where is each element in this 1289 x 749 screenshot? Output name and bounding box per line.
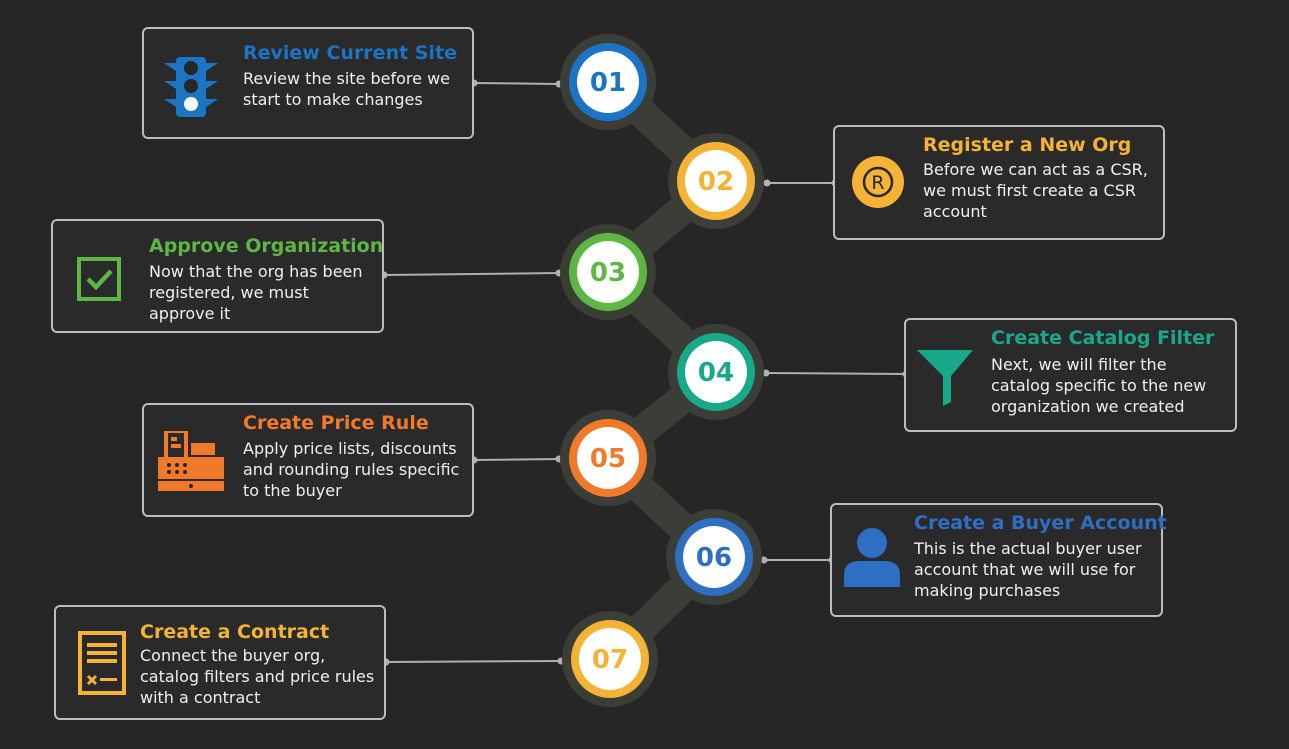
step-title: Review Current Site <box>243 42 457 64</box>
step-title: Register a New Org <box>923 134 1132 156</box>
step-description: Apply price lists, discounts and roundin… <box>243 439 460 500</box>
step-number: 05 <box>590 444 626 474</box>
step-description: This is the actual buyer user account th… <box>914 539 1142 600</box>
step-number: 04 <box>698 358 734 388</box>
step-number: 01 <box>590 68 626 98</box>
step-card-07: Create a Contract Connect the buyer org,… <box>54 605 386 720</box>
leader-line <box>765 372 907 375</box>
step-title: Create a Buyer Account <box>914 512 1167 534</box>
traffic-light-icon <box>164 57 218 117</box>
node-center <box>577 427 639 489</box>
step-description: Next, we will filter the catalog specifi… <box>991 355 1207 416</box>
svg-text:R: R <box>871 172 884 194</box>
step-title: Approve Organization <box>149 235 384 257</box>
step-node-03: 03 <box>560 224 656 320</box>
leader-line <box>383 272 560 276</box>
node-center <box>577 51 639 113</box>
step-node-01: 01 <box>560 34 656 130</box>
node-center <box>685 150 747 212</box>
step-title: Create Price Rule <box>243 412 429 434</box>
step-number: 07 <box>592 645 628 675</box>
node-center <box>577 241 639 303</box>
leader-dot <box>762 369 770 377</box>
step-number: 02 <box>698 167 734 197</box>
funnel-icon <box>917 350 973 406</box>
node-center <box>579 628 641 690</box>
step-node-05: 05 <box>560 410 656 506</box>
step-title: Create Catalog Filter <box>991 327 1215 349</box>
cash-register-icon <box>158 431 224 491</box>
step-card-04: Create Catalog Filter Next, we will filt… <box>904 318 1237 432</box>
leader-line <box>385 660 562 663</box>
node-center <box>685 341 747 403</box>
contract-icon <box>78 631 126 695</box>
step-node-02: 02 <box>668 133 764 229</box>
leader-dot <box>760 556 768 564</box>
step-nodes: 01 02 03 04 05 06 07 <box>560 34 764 707</box>
user-icon <box>844 528 900 587</box>
registered-icon: R <box>852 156 904 208</box>
leader-dot <box>763 179 771 187</box>
step-description: Now that the org has been registered, we… <box>149 262 363 323</box>
step-description: Review the site before we start to make … <box>243 69 451 109</box>
step-title: Create a Contract <box>140 621 330 643</box>
step-number: 06 <box>696 543 732 573</box>
leader-line <box>473 82 560 85</box>
step-card-05: Create Price Rule Apply price lists, dis… <box>142 403 474 517</box>
step-description: Connect the buyer org, catalog filters a… <box>140 646 375 707</box>
step-node-07: 07 <box>562 611 658 707</box>
checkbox-icon <box>77 257 121 301</box>
step-card-03: Approve Organization Now that the org ha… <box>51 219 384 333</box>
step-description: Before we can act as a CSR, we must firs… <box>923 160 1148 221</box>
step-number: 03 <box>590 258 626 288</box>
step-card-06: Create a Buyer Account This is the actua… <box>830 503 1167 617</box>
step-card-01: Review Current Site Review the site befo… <box>142 27 474 139</box>
leader-line <box>473 458 560 461</box>
node-center <box>683 526 745 588</box>
step-node-04: 04 <box>668 324 764 420</box>
step-card-02: R Register a New Org Before we can act a… <box>833 125 1165 240</box>
step-node-06: 06 <box>666 509 762 605</box>
